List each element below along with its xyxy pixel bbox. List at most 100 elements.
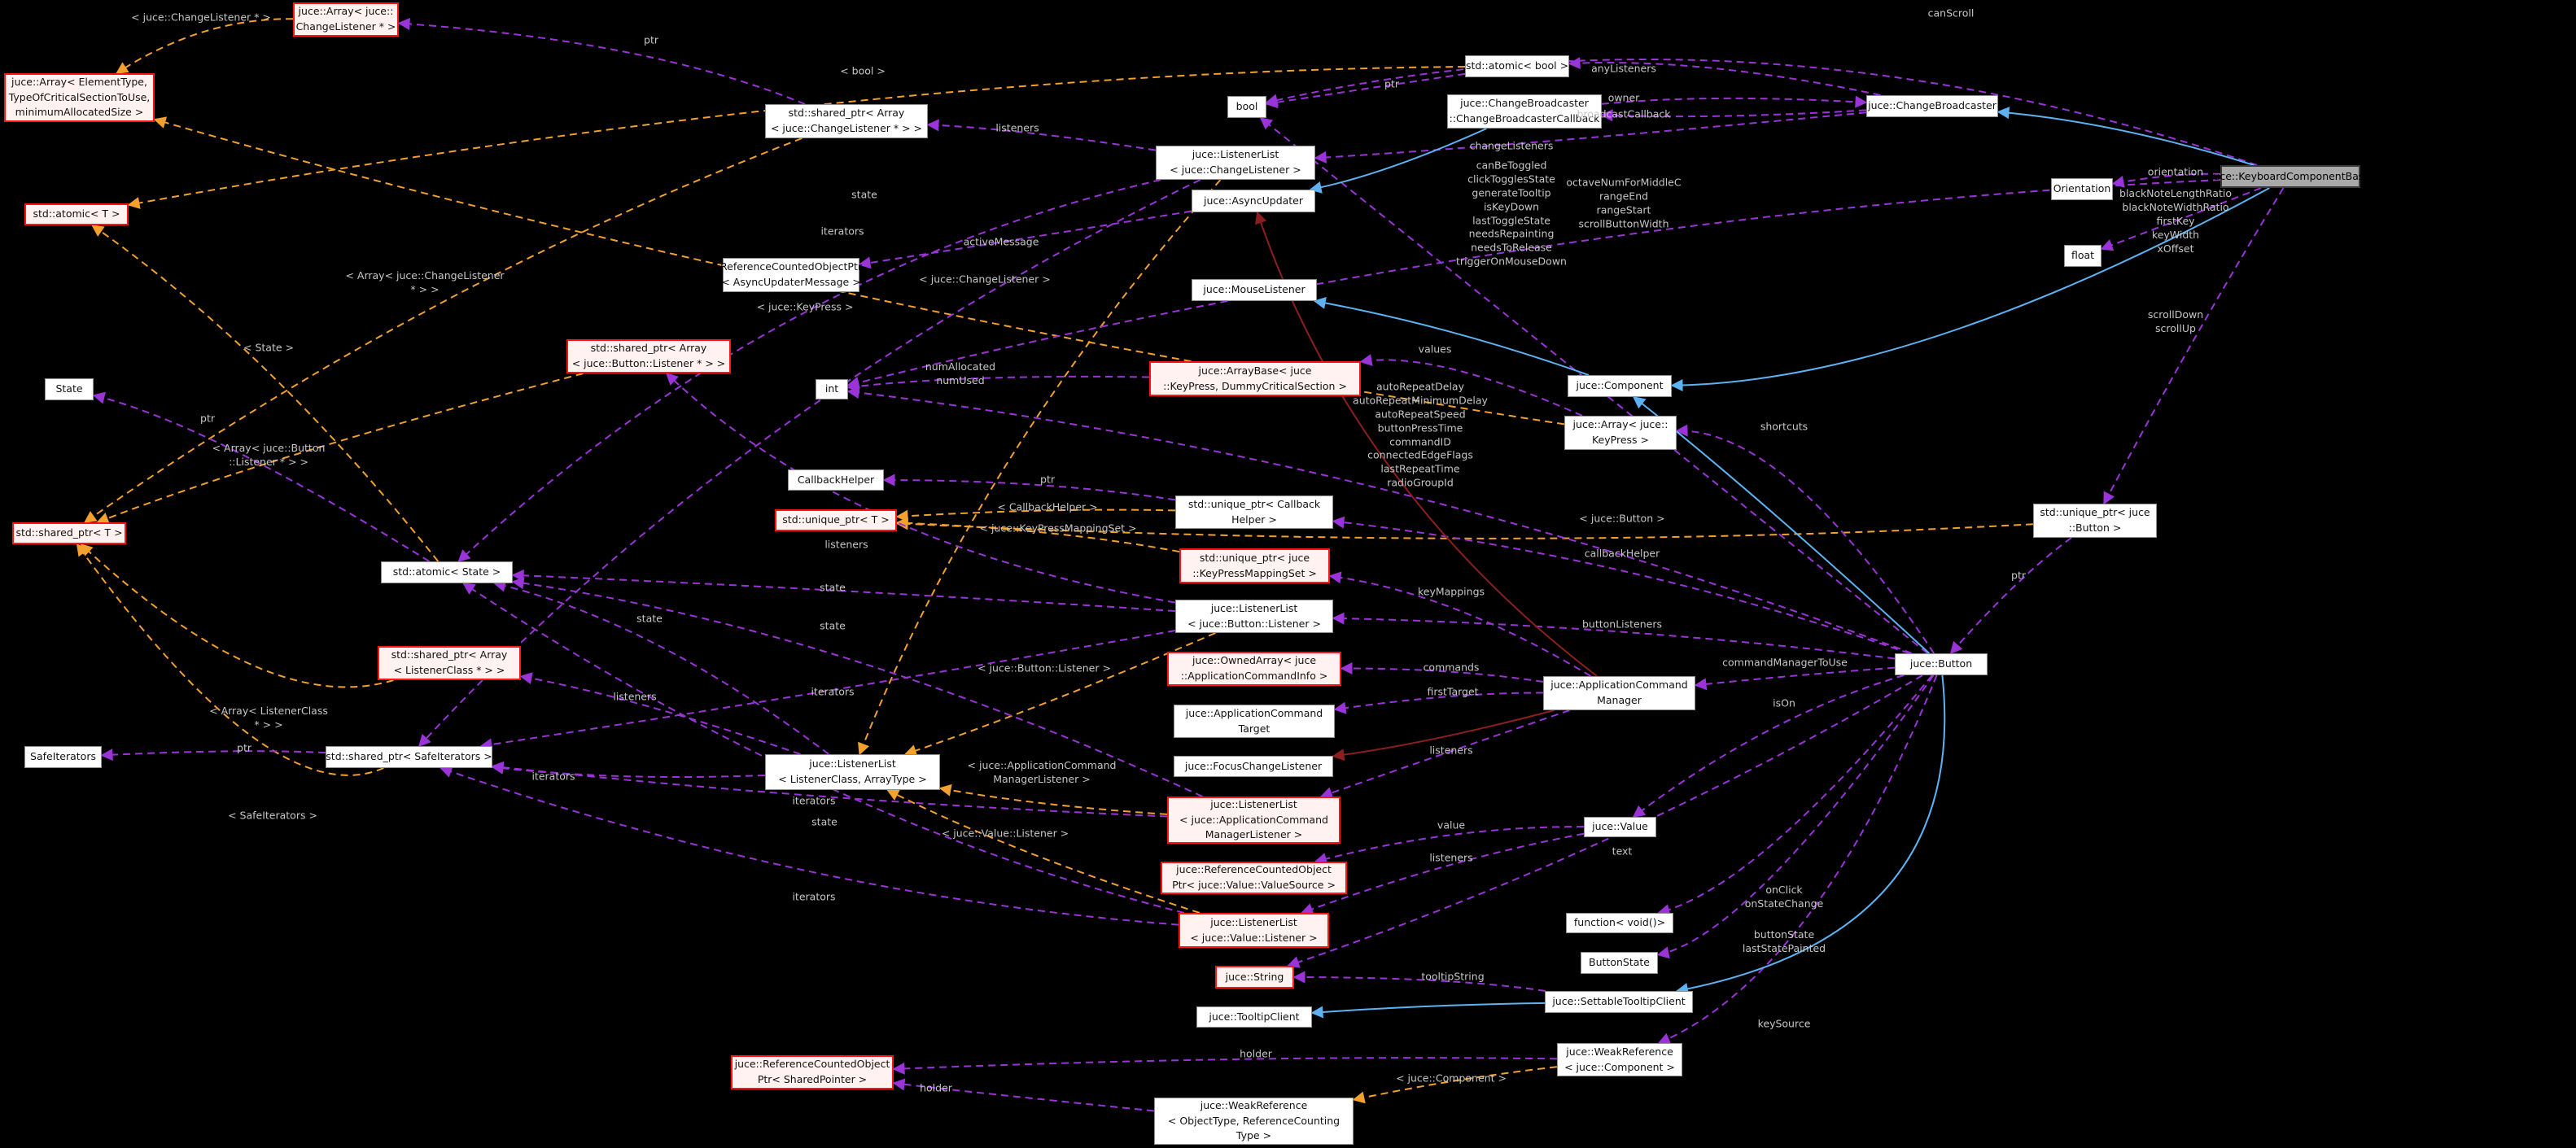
node-sp-arr-cl[interactable]: std::shared_ptr< Array < juce::ChangeLis… xyxy=(765,104,928,138)
edge-atomic-bool-to-atomic-t xyxy=(127,66,1466,209)
node-rcop-sp[interactable]: juce::ReferenceCountedObject Ptr< Shared… xyxy=(731,1055,894,1089)
node-sp-si[interactable]: std::shared_ptr< SafeIterators > xyxy=(326,746,492,768)
node-ll-btn[interactable]: juce::ListenerList < juce::Button::Liste… xyxy=(1175,600,1333,633)
node-component[interactable]: juce::Component xyxy=(1568,375,1672,397)
node-atomic-t[interactable]: std::atomic< T > xyxy=(24,203,129,225)
edge-cbc-to-async xyxy=(1309,128,1487,194)
edge-label: owner xyxy=(1607,91,1640,104)
edge-ll-lcat-to-sp-si xyxy=(491,762,766,778)
edge-label: commands xyxy=(1423,661,1480,674)
edge-label: ptr xyxy=(200,412,215,425)
node-wr-ot[interactable]: juce::WeakReference < ObjectType, Refere… xyxy=(1154,1098,1354,1145)
edge-label: < juce::ChangeListener > xyxy=(919,273,1051,286)
node-act[interactable]: juce::ApplicationCommand Target xyxy=(1174,705,1335,738)
node-ll-acml[interactable]: juce::ListenerList < juce::ApplicationCo… xyxy=(1167,797,1340,844)
edge-kbcb-to-float xyxy=(2100,187,2262,251)
node-acm[interactable]: juce::ApplicationCommand Manager xyxy=(1543,676,1695,710)
edge-button-to-component xyxy=(1633,396,1931,654)
edge-ll-btn-to-sp-si xyxy=(479,630,1176,751)
node-atomic-state[interactable]: std::atomic< State > xyxy=(381,561,513,583)
edge-sp-arr-cl-to-sp-t xyxy=(83,137,803,523)
node-sp-arr-lc[interactable]: std::shared_ptr< Array < ListenerClass *… xyxy=(378,646,521,680)
edge-label: ptr xyxy=(237,741,251,754)
node-ll-vl[interactable]: juce::ListenerList < juce::Value::Listen… xyxy=(1179,913,1329,948)
node-bool[interactable]: bool xyxy=(1227,96,1266,118)
node-orient[interactable]: Orientation xyxy=(2051,178,2113,200)
edge-kbcb-to-cb xyxy=(1997,107,2255,166)
node-int[interactable]: int xyxy=(816,379,848,399)
edge-label: anyListeners xyxy=(1591,62,1656,75)
edge-label: orientation xyxy=(2147,165,2204,178)
edge-label: < juce::KeyPress > xyxy=(756,300,854,313)
edge-kbcb-to-orient xyxy=(2111,172,2221,188)
node-safeit[interactable]: SafeIterators xyxy=(24,746,102,768)
node-string[interactable]: juce::String xyxy=(1215,966,1294,989)
edge-ll-cl-to-sp-arr-cl xyxy=(926,119,1157,151)
node-arr-kp[interactable]: juce::Array< juce:: KeyPress > xyxy=(1564,416,1677,450)
edge-atomic-bool-to-bool xyxy=(1265,72,1466,109)
node-value[interactable]: juce::Value xyxy=(1584,817,1656,837)
edge-acm-to-fcl xyxy=(1332,709,1555,762)
edge-button-to-value xyxy=(1632,674,1905,818)
edge-sp-arr-lc-to-sp-t xyxy=(80,543,394,688)
edge-label: iterators xyxy=(792,890,836,903)
node-arr-el[interactable]: juce::Array< ElementType, TypeOfCritical… xyxy=(4,73,155,122)
edge-label: state xyxy=(811,815,838,828)
node-async[interactable]: juce::AsyncUpdater xyxy=(1192,190,1315,212)
node-arraybase[interactable]: juce::ArrayBase< juce ::KeyPress, DummyC… xyxy=(1149,361,1361,396)
edge-acm-to-up-kpms xyxy=(1328,571,1592,677)
edge-stc-to-ttc xyxy=(1310,1002,1546,1019)
node-btnstate[interactable]: ButtonState xyxy=(1581,952,1658,974)
edge-arr-kp-to-arr-el xyxy=(153,116,1565,426)
edge-arr-cl-to-arr-el xyxy=(116,18,294,74)
node-func[interactable]: function< void()> xyxy=(1566,913,1673,933)
node-button[interactable]: juce::Button xyxy=(1895,653,1988,675)
edge-label: listeners xyxy=(824,538,868,551)
node-mouse[interactable]: juce::MouseListener xyxy=(1192,279,1317,301)
node-arr-cl[interactable]: juce::Array< juce:: ChangeListener * > xyxy=(293,2,399,37)
edge-sp-arr-btn-to-sp-t xyxy=(96,373,584,525)
edge-component-to-mouse xyxy=(1313,297,1590,376)
node-up-kpms[interactable]: std::unique_ptr< juce ::KeyPressMappingS… xyxy=(1179,548,1330,583)
node-cbc[interactable]: juce::ChangeBroadcaster ::ChangeBroadcas… xyxy=(1447,94,1602,129)
node-kbcb[interactable]: juce::KeyboardComponentBase xyxy=(2211,165,2370,188)
edge-label: listeners xyxy=(613,690,657,703)
edge-arr-kp-to-arraybase xyxy=(1359,354,1583,417)
node-rcop-vs[interactable]: juce::ReferenceCountedObject Ptr< juce::… xyxy=(1161,862,1347,894)
edge-button-to-arr-kp xyxy=(1675,424,1935,654)
node-float[interactable]: float xyxy=(2064,245,2101,267)
node-state[interactable]: State xyxy=(45,378,94,400)
node-ll-lcat[interactable]: juce::ListenerList < ListenerClass, Arra… xyxy=(765,754,940,790)
edge-label: listeners xyxy=(1429,744,1473,757)
edge-atomic-state-to-atomic-t xyxy=(91,225,440,562)
node-atomic-bool[interactable]: std::atomic< bool > xyxy=(1465,55,1569,77)
edge-sp-arr-cl-to-arr-cl xyxy=(397,17,806,105)
node-wr-c[interactable]: juce::WeakReference < juce::Component > xyxy=(1557,1043,1682,1076)
node-cb[interactable]: juce::ChangeBroadcaster xyxy=(1866,95,1998,117)
edge-sp-si-to-sp-t xyxy=(76,543,384,776)
node-rcop-aum[interactable]: ReferenceCountedObjectPtr < AsyncUpdater… xyxy=(720,258,862,292)
node-up-btn[interactable]: std::unique_ptr< juce ::Button > xyxy=(2033,504,2157,538)
node-sp-arr-btn[interactable]: std::shared_ptr< Array < juce::Button::L… xyxy=(566,339,731,373)
node-oa-aci[interactable]: juce::OwnedArray< juce ::ApplicationComm… xyxy=(1167,652,1341,686)
edge-up-btn-to-up-t xyxy=(895,517,2034,539)
edge-kbcb-to-component xyxy=(1670,187,2270,392)
edge-label: isOn xyxy=(1773,696,1795,709)
edge-label: iterators xyxy=(811,685,855,698)
node-sp-t[interactable]: std::shared_ptr< T > xyxy=(12,522,126,544)
edge-button-to-ll-btn xyxy=(1332,612,1896,660)
edge-cb-to-cbc xyxy=(1600,109,1867,122)
node-up-t[interactable]: std::unique_ptr< T > xyxy=(775,509,897,531)
node-ttc[interactable]: juce::TooltipClient xyxy=(1196,1006,1312,1028)
node-fcl[interactable]: juce::FocusChangeListener xyxy=(1174,756,1333,777)
edge-label: iterators xyxy=(531,770,575,783)
node-ll-cl[interactable]: juce::ListenerList < juce::ChangeListene… xyxy=(1156,146,1315,180)
edge-label: scrollDown scrollUp xyxy=(2147,308,2204,334)
node-up-cbh[interactable]: std::unique_ptr< Callback Helper > xyxy=(1175,495,1333,529)
node-stc[interactable]: juce::SettableTooltipClient xyxy=(1545,991,1693,1013)
edge-label: changeListeners xyxy=(1469,139,1554,152)
node-cbh[interactable]: CallbackHelper xyxy=(788,469,884,491)
edge-label: state xyxy=(636,612,663,625)
edge-label: < bool > xyxy=(840,64,886,77)
